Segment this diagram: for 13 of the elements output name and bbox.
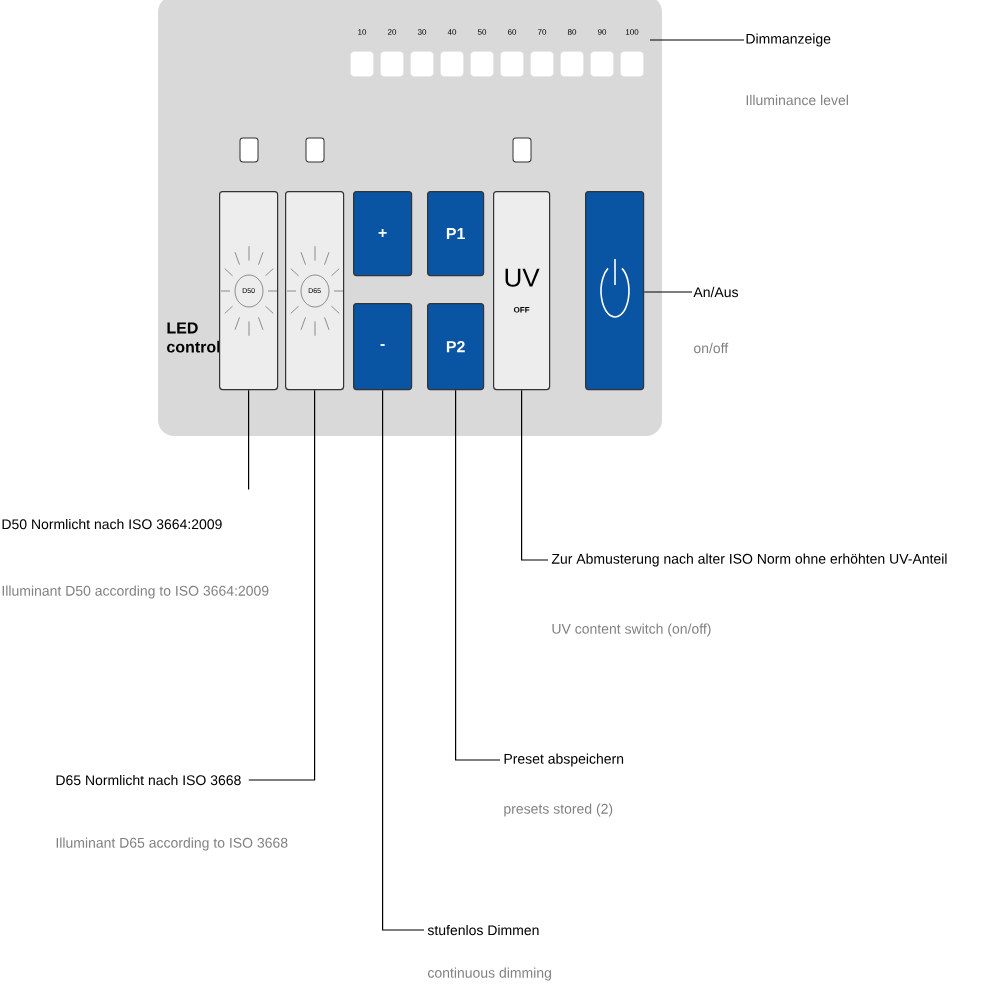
leader-line bbox=[248, 389, 250, 491]
leader-line bbox=[521, 389, 549, 561]
preset-button: P2 bbox=[427, 303, 485, 391]
leader-line bbox=[382, 389, 425, 931]
leader-line bbox=[455, 389, 501, 761]
preset-button: - bbox=[353, 303, 413, 391]
preset-button: + bbox=[353, 191, 413, 277]
power-button bbox=[585, 191, 645, 391]
leader-line bbox=[643, 291, 693, 293]
leader-line bbox=[248, 389, 316, 781]
leader-line bbox=[649, 39, 745, 41]
dimming-led-row bbox=[350, 51, 644, 77]
preset-button: P1 bbox=[427, 191, 485, 277]
